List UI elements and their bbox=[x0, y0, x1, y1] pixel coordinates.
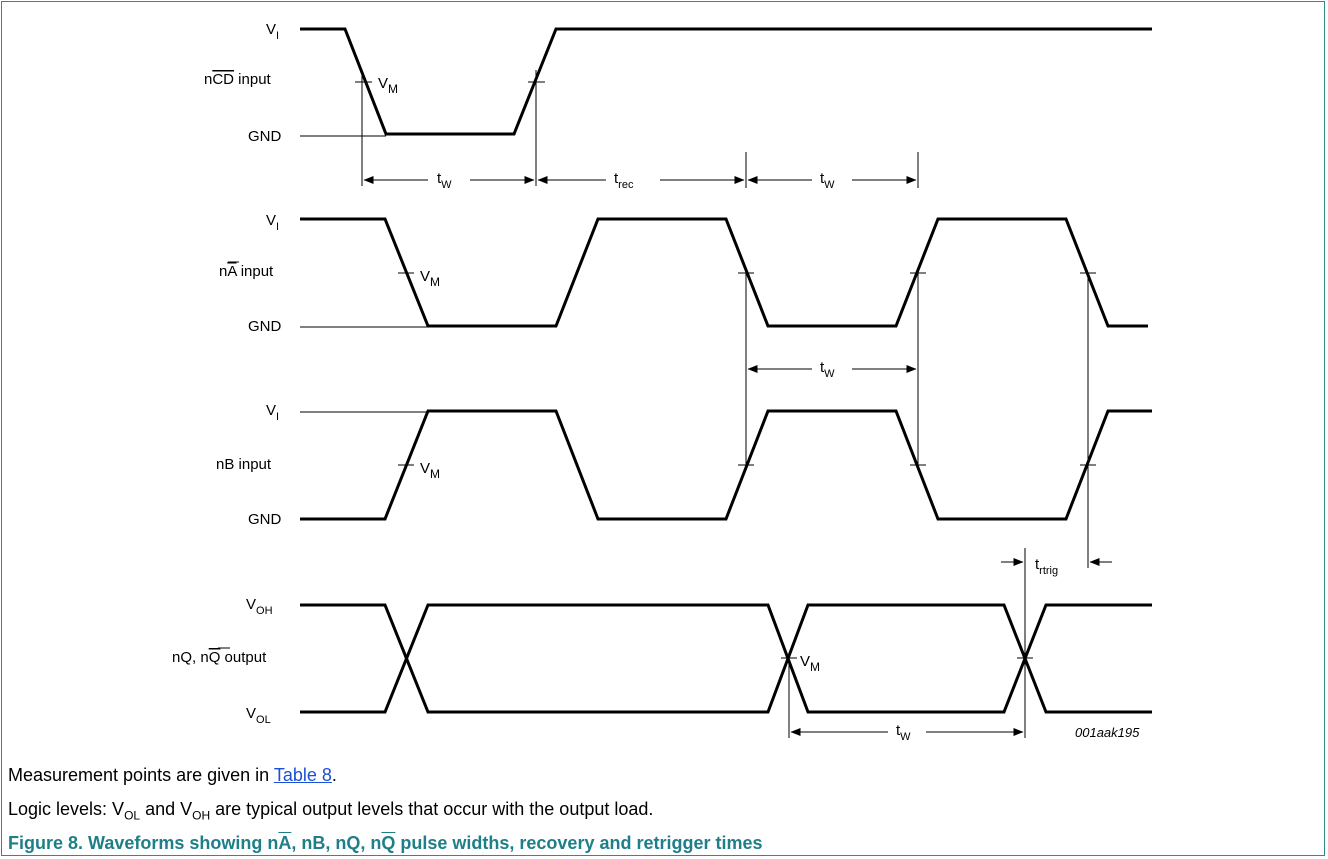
nb-row: VI nB input GND VM bbox=[216, 402, 1152, 528]
caption-p2: , nB, nQ, n bbox=[291, 833, 382, 853]
nq-signal-name: nQ, nQ output bbox=[172, 649, 267, 666]
tw-label-4: tW bbox=[896, 722, 911, 743]
figure-caption: Figure 8. Waveforms showing nA, nB, nQ, … bbox=[8, 833, 763, 854]
timing-diagram: VI nCD input GND VM tW trec tW bbox=[172, 21, 1152, 743]
note-measurement-text: Measurement points are given in bbox=[8, 765, 274, 785]
nq-vm-label: VM bbox=[800, 653, 820, 674]
tw-label-1: tW bbox=[437, 170, 452, 191]
caption-q: Q bbox=[381, 833, 396, 853]
nb-signal-name: nB input bbox=[216, 456, 272, 473]
caption-p1: Figure 8. Waveforms showing n bbox=[8, 833, 279, 853]
tw-label-3: tW bbox=[820, 359, 835, 380]
note-logic-sub1: OL bbox=[124, 808, 141, 823]
timing-row-2: tW bbox=[745, 273, 919, 466]
note-logic-p2: and V bbox=[140, 799, 193, 819]
ncd-low-level: GND bbox=[248, 128, 282, 145]
tw-label-2: tW bbox=[820, 170, 835, 191]
nb-high-level: VI bbox=[266, 402, 279, 423]
table-8-link[interactable]: Table 8 bbox=[273, 765, 332, 785]
ncd-high-level: VI bbox=[266, 21, 279, 42]
nb-low-level: GND bbox=[248, 511, 282, 528]
na-low-level: GND bbox=[248, 318, 282, 335]
trec-label: trec bbox=[614, 170, 634, 191]
caption-a: A bbox=[278, 833, 292, 853]
ncd-waveform bbox=[300, 27, 1152, 136]
note-logic-levels: Logic levels: VOL and VOH are typical ou… bbox=[8, 798, 653, 827]
nb-vm-label: VM bbox=[420, 460, 440, 481]
ncd-row: VI nCD input GND VM bbox=[204, 21, 1152, 145]
na-vm-label: VM bbox=[420, 268, 440, 289]
timing-row-1: tW trec tW bbox=[361, 70, 919, 191]
note-logic-p1: Logic levels: V bbox=[8, 799, 125, 819]
nq-high-level: VOH bbox=[246, 596, 273, 617]
note-measurement-period: . bbox=[331, 765, 337, 785]
na-high-level: VI bbox=[266, 212, 279, 233]
figure-code: 001aak195 bbox=[1075, 725, 1140, 740]
timing-row-4: tW bbox=[788, 658, 1026, 743]
na-signal-name: nA input bbox=[219, 263, 274, 280]
nq-row: VOH nQ, nQ output VOL VM bbox=[172, 596, 1152, 726]
caption-p3: pulse widths, recovery and retrigger tim… bbox=[395, 833, 763, 853]
note-measurement: Measurement points are given in Table 8. bbox=[8, 764, 337, 786]
na-row: VI nA input GND VM bbox=[219, 212, 1148, 335]
nq-low-level: VOL bbox=[246, 705, 271, 726]
trtrig-label: trtrig bbox=[1035, 556, 1058, 577]
ncd-vm-label: VM bbox=[378, 75, 398, 96]
retrigger-timing: trtrig bbox=[1001, 273, 1112, 662]
ncd-signal-name: nCD input bbox=[204, 71, 272, 88]
note-logic-p3: are typical output levels that occur wit… bbox=[210, 799, 654, 819]
note-logic-sub2: OH bbox=[192, 808, 211, 823]
